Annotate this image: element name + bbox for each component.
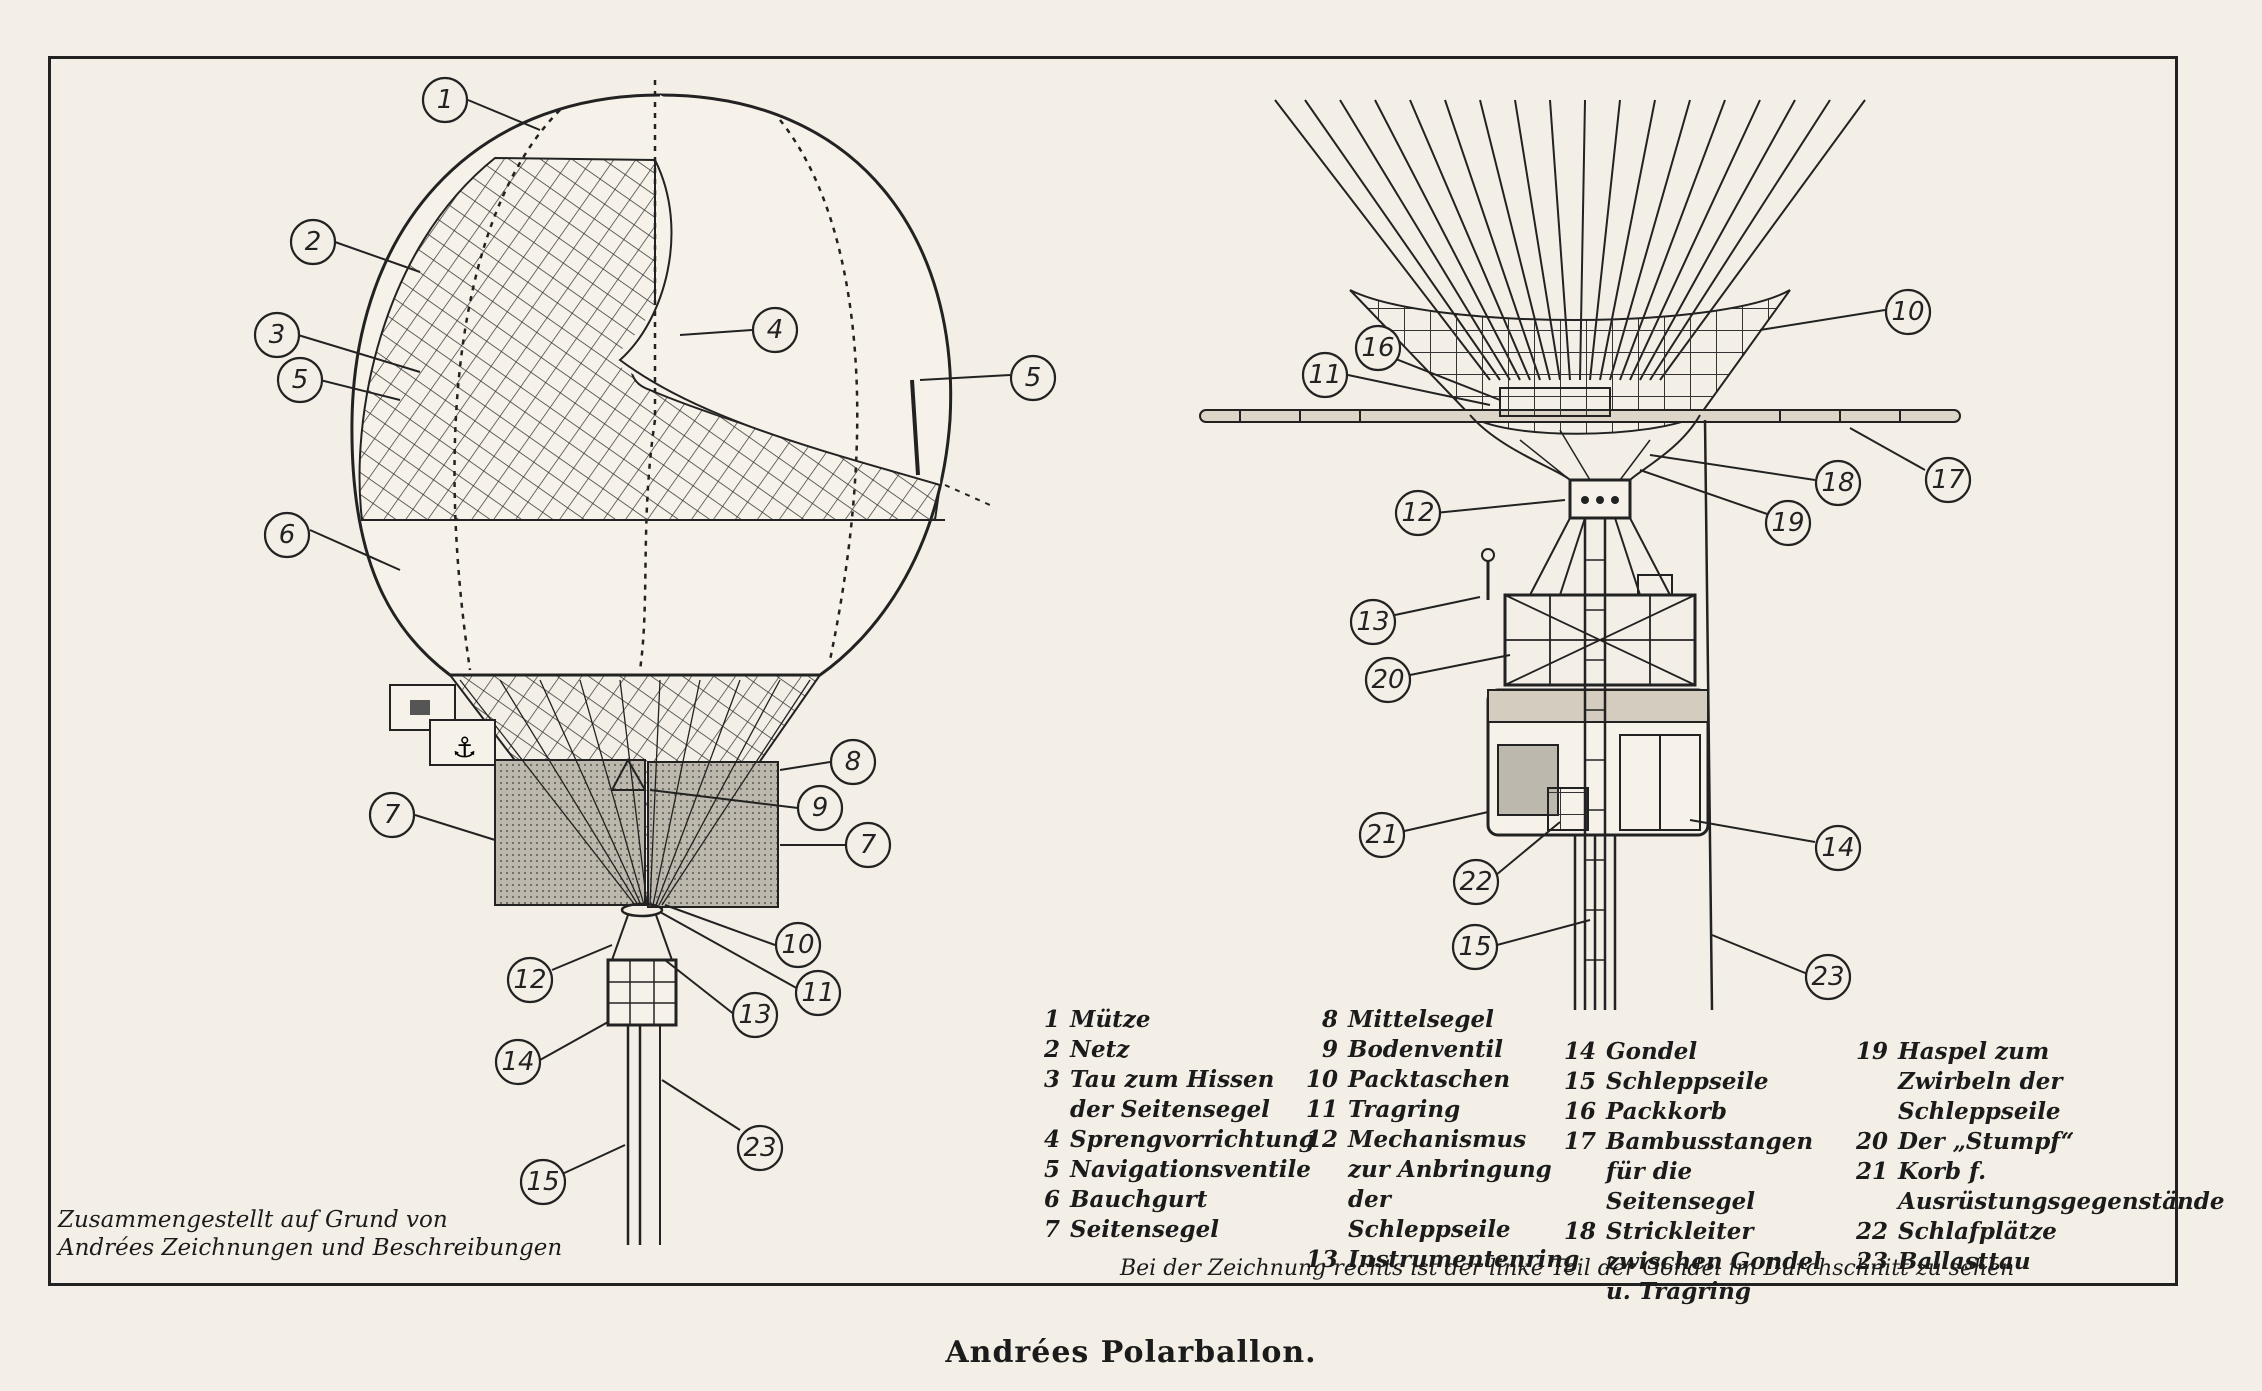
callouts-right xyxy=(1301,288,1972,1001)
plate-caption: Andrées Polarballon. xyxy=(945,1335,1317,1370)
right-balloon xyxy=(1199,99,1961,1011)
callout-number: 22 xyxy=(1459,867,1492,897)
callout-number: 3 xyxy=(269,320,286,350)
callout-number: 13 xyxy=(1356,607,1389,637)
callout-number: 7 xyxy=(860,830,877,860)
callout-number: 23 xyxy=(1811,962,1844,992)
callout-number: 10 xyxy=(1891,297,1924,327)
callout-number: 4 xyxy=(767,315,784,345)
callout-number: 9 xyxy=(812,793,829,823)
callout-number: 14 xyxy=(501,1047,534,1077)
callout-number: 1 xyxy=(437,85,454,115)
callout-number: 15 xyxy=(1458,932,1491,962)
callout-number: 11 xyxy=(1308,360,1341,390)
callout-numbers-right: 16 11 10 17 18 19 12 13 20 21 22 14 15 2… xyxy=(1308,297,1965,992)
callout-number: 10 xyxy=(781,930,814,960)
left-balloon: ⚓ xyxy=(350,80,991,1245)
callout-number: 8 xyxy=(845,747,862,777)
callout-number: 12 xyxy=(1401,498,1434,528)
callout-number: 20 xyxy=(1371,665,1404,695)
callout-number: 23 xyxy=(743,1133,776,1163)
callout-number: 17 xyxy=(1931,465,1965,495)
callout-number: 7 xyxy=(384,800,401,830)
section-note: Bei der Zeichnung rechts ist der linke T… xyxy=(1120,1256,2015,1281)
callout-number: 14 xyxy=(1821,833,1854,863)
callout-number: 6 xyxy=(279,520,296,550)
callout-number: 11 xyxy=(801,978,834,1008)
callout-number: 19 xyxy=(1771,508,1804,538)
callout-number: 13 xyxy=(738,1000,771,1030)
callout-number: 18 xyxy=(1821,468,1854,498)
callout-number: 2 xyxy=(305,227,322,257)
credit-text: Zusammengestellt auf Grund von Andrées Z… xyxy=(58,1206,562,1262)
callout-number: 5 xyxy=(292,365,309,395)
callout-number: 21 xyxy=(1365,820,1398,850)
callout-number: 15 xyxy=(526,1167,559,1197)
callout-number: 5 xyxy=(1025,363,1042,393)
svg-text:⚓: ⚓ xyxy=(452,731,477,764)
callout-number: 12 xyxy=(513,965,546,995)
plate-frame xyxy=(48,56,2178,1286)
callout-numbers-left: 1 2 3 5 4 5 6 8 9 7 7 10 11 12 13 14 23 … xyxy=(269,85,1042,1197)
callout-leaders xyxy=(297,99,1926,1176)
credit-line: Zusammengestellt auf Grund von xyxy=(58,1207,448,1233)
credit-line: Andrées Zeichnungen und Beschreibungen xyxy=(58,1235,563,1261)
callout-number: 16 xyxy=(1361,333,1394,363)
callouts-left xyxy=(253,76,1057,1206)
